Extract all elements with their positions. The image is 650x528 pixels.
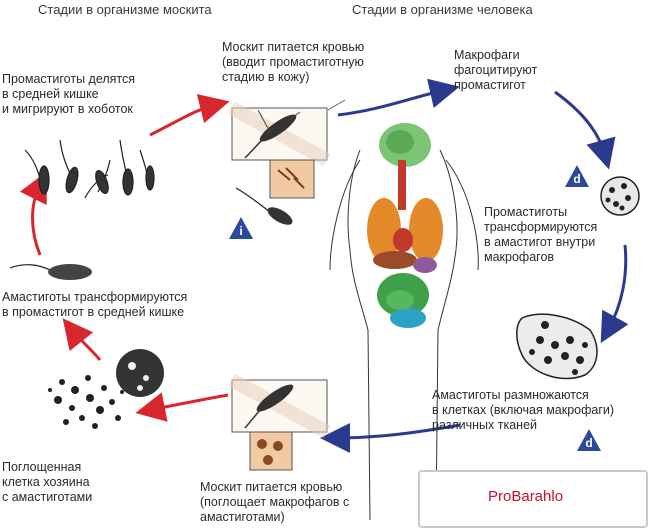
macrophage-image bbox=[600, 176, 640, 216]
diagnostic-top-badge-letter: d bbox=[573, 172, 581, 186]
amastigote-multiply-label: Амастиготы размножаются в клетках (включ… bbox=[432, 388, 615, 432]
transforming-promastigote-image bbox=[9, 264, 92, 280]
macrophage-phagocytose-label: Макрофаги фагоцитируют промастигот bbox=[454, 48, 538, 92]
watermark-text: ProBarahlo bbox=[488, 488, 564, 505]
arrow-feed-to-host-cell bbox=[135, 392, 229, 422]
host-cell-label: Поглощенная клетка хозяина с амастиготам… bbox=[2, 460, 93, 504]
promastigote-cluster-image bbox=[24, 139, 155, 199]
human-stages-header: Стадии в организме человека bbox=[352, 2, 533, 17]
human-body-image bbox=[329, 123, 479, 521]
mosquito-feeding-top-image bbox=[228, 99, 346, 199]
mosquito-feed-top-label: Москит питается кровью (вводит промастиг… bbox=[222, 40, 365, 84]
promastigote-transform-label: Промастиготы трансформируются в амастиго… bbox=[484, 205, 598, 264]
arrow-host-cell-to-amastigote bbox=[62, 318, 102, 361]
arrow-feed-to-macrophage bbox=[337, 78, 460, 117]
promastigote-divide-label: Промастиготы делятся в средней кишке и м… bbox=[2, 72, 136, 116]
mosquito-stages-header: Стадии в организме москита bbox=[38, 2, 212, 17]
infective-stage-badge: i bbox=[228, 216, 254, 240]
infective-badge-letter: i bbox=[239, 224, 243, 238]
mosquito-feeding-bottom-image bbox=[228, 373, 331, 471]
watermark-box: ProBarahlo bbox=[418, 470, 648, 528]
diagnostic-stage-badge-top: d bbox=[564, 164, 590, 188]
diagnostic-bottom-badge-letter: d bbox=[585, 436, 593, 450]
host-cell-amastigotes-image bbox=[48, 349, 164, 429]
arrow-promastigote-to-feed bbox=[149, 94, 230, 137]
promastigote-single-image bbox=[235, 187, 293, 225]
arrow-macrophage-to-transform bbox=[554, 90, 616, 170]
diagnostic-stage-badge-bottom: d bbox=[576, 428, 602, 452]
arrow-multiply-to-feed bbox=[320, 422, 461, 453]
arrow-amastigote-to-promastigote-up bbox=[19, 171, 47, 256]
mosquito-feed-bottom-label: Москит питается кровью (поглощает макроф… bbox=[200, 480, 350, 524]
arrow-transform-to-multiply bbox=[600, 244, 629, 344]
amastigote-transform-label: Амастиготы трансформируются в промастиго… bbox=[2, 290, 188, 319]
infected-tissue-cell-image bbox=[516, 313, 598, 380]
